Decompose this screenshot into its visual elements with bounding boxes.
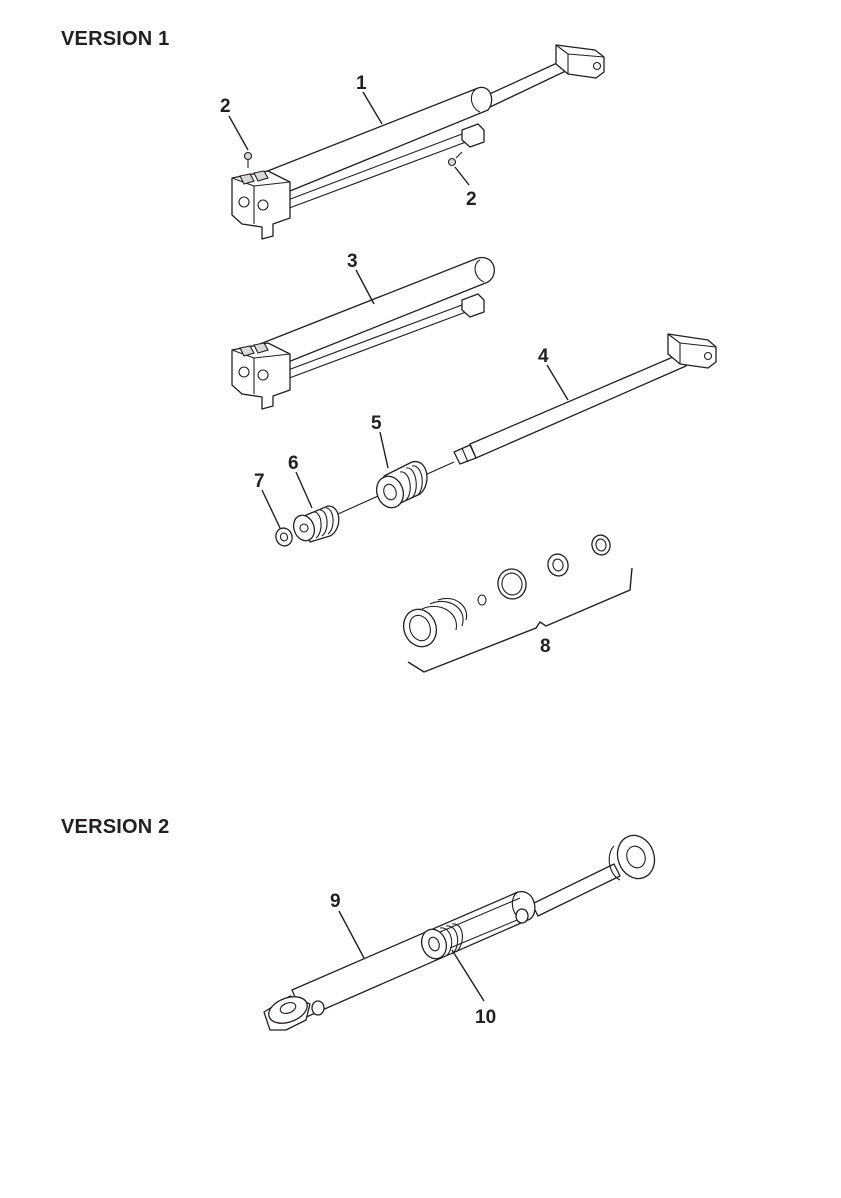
gland-part-10 (420, 923, 463, 960)
callout-1: 1 (356, 73, 367, 94)
callout-8: 8 (540, 636, 551, 657)
version-2-heading: VERSION 2 (61, 816, 170, 838)
seal-kit-part-8 (402, 534, 633, 673)
piston-part-5 (337, 461, 455, 515)
callout-3: 3 (347, 251, 358, 272)
callout-4: 4 (538, 346, 549, 367)
callout-10: 10 (475, 1007, 496, 1028)
cylinder-assembly-part-1 (231, 44, 605, 240)
piston-rod-part-4 (453, 333, 717, 465)
version-1-heading: VERSION 1 (61, 28, 170, 50)
callout-5: 5 (371, 413, 382, 434)
callout-2-left: 2 (220, 96, 231, 117)
cylinder-assembly-part-9 (263, 834, 656, 1031)
callout-6: 6 (288, 453, 299, 474)
callout-7: 7 (254, 471, 265, 492)
callout-2-right: 2 (466, 189, 477, 210)
callout-9: 9 (330, 891, 341, 912)
gland-part-6 (292, 505, 340, 543)
leader-lines (228, 91, 569, 1002)
nut-part-7 (275, 527, 293, 547)
cylinder-barrel-part-3 (231, 256, 495, 410)
